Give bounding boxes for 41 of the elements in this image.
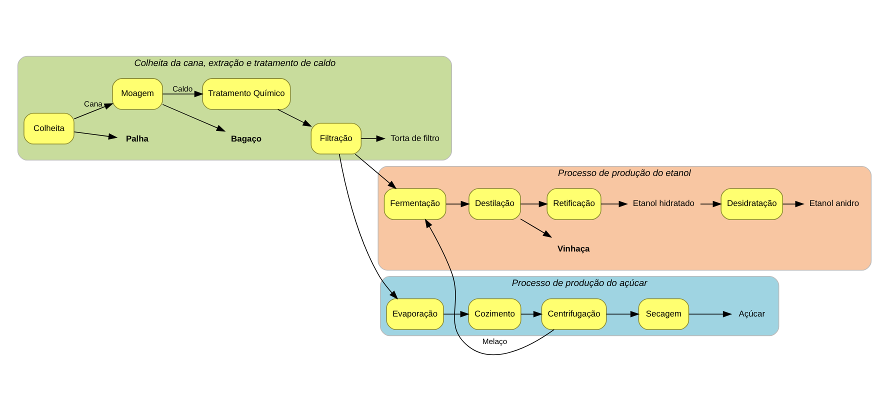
node-box: Fermentação (384, 188, 446, 220)
arrow (360, 135, 386, 142)
arrow (446, 200, 470, 208)
arrow (74, 131, 118, 140)
arrow (520, 310, 543, 318)
node-box: Moagem (112, 78, 163, 110)
arrow (162, 104, 226, 132)
edge-label: Caldo (172, 84, 193, 94)
arrow (520, 200, 548, 208)
arrow (688, 310, 732, 318)
arrow (600, 200, 628, 208)
node-box: Retificação (546, 188, 602, 220)
arrow (162, 90, 204, 98)
node-box: Filtração (310, 122, 362, 154)
arrow (700, 200, 722, 208)
arrow (74, 103, 114, 120)
edge-label: Cana (84, 99, 102, 108)
edge-label: Melaço (482, 337, 508, 346)
node-box: Cozimento (468, 298, 522, 330)
arrow (338, 154, 398, 300)
arrow (606, 310, 640, 318)
node-text: Bagaço (231, 134, 262, 144)
node-box: Colheita (24, 112, 74, 144)
node-text: Açúcar (738, 308, 766, 318)
arrow (443, 310, 470, 318)
node-text: Palha (126, 134, 149, 144)
node-box: Centrifugação (541, 298, 607, 330)
node-box: Destilação (468, 188, 521, 220)
node-text: Etanol anidro (809, 198, 860, 208)
arrow (424, 218, 554, 356)
arrow (782, 200, 804, 208)
node-text: Etanol hidratado (632, 198, 695, 208)
node-box: Secagem (638, 298, 690, 330)
node-text: Torta de filtro (390, 132, 440, 143)
arrow (520, 218, 552, 238)
arrow (354, 154, 397, 190)
node-box: Evaporação (386, 298, 444, 330)
node-box: Desidratação (720, 188, 784, 220)
arrow (277, 109, 312, 127)
node-text: Vinhaça (557, 244, 590, 254)
node-box: Tratamento Químico (202, 78, 291, 110)
